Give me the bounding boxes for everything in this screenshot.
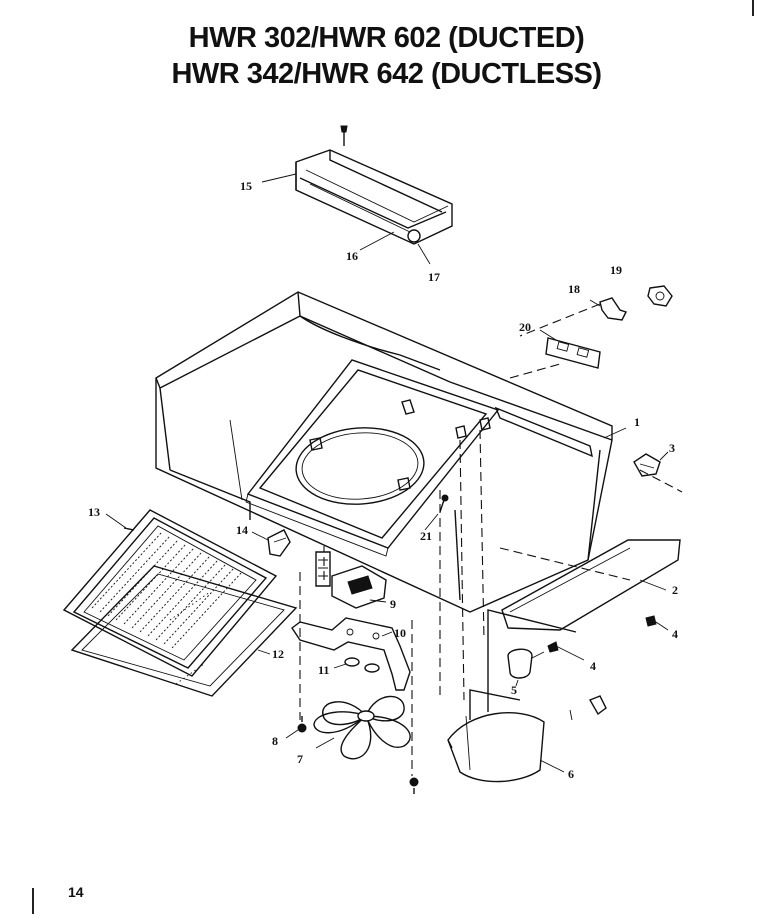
screws-part-4 (547, 615, 669, 661)
range-hood-body (155, 291, 613, 613)
crop-mark-bottom-left (32, 888, 34, 914)
callout-9: 9 (390, 597, 396, 611)
callout-7: 7 (297, 752, 303, 766)
callout-6: 6 (568, 767, 574, 781)
callout-17: 17 (428, 270, 440, 284)
callout-4a: 4 (672, 627, 678, 641)
callout-4b: 4 (590, 659, 596, 673)
filter-clip (267, 529, 291, 557)
assembly-alignment-lines (299, 303, 683, 776)
callout-10: 10 (394, 626, 406, 640)
callout-1: 1 (634, 415, 640, 429)
callout-3: 3 (669, 441, 675, 455)
lamp-socket (633, 453, 661, 477)
fan-blade (313, 695, 411, 760)
page-number: 14 (68, 884, 84, 900)
callout-12: 12 (272, 647, 284, 661)
screw-part-21 (424, 494, 449, 531)
callout-labels: 1 2 3 4 4 5 6 7 8 9 10 11 12 13 14 15 16… (88, 179, 678, 781)
callout-8: 8 (272, 734, 278, 748)
blower-motor (315, 551, 387, 609)
control-switch-parts (545, 285, 673, 369)
damper-bracket-assembly (295, 125, 453, 245)
motor-mounting-bracket (291, 617, 411, 691)
callout-2: 2 (672, 583, 678, 597)
grease-filter (62, 509, 278, 677)
lamp-holder (507, 648, 607, 721)
callout-5: 5 (511, 683, 517, 697)
callout-13: 13 (88, 505, 100, 519)
mounting-nuts (344, 657, 380, 673)
callout-14: 14 (236, 523, 248, 537)
fan-screws (297, 716, 419, 794)
callout-leader-lines (105, 173, 669, 773)
callout-18: 18 (568, 282, 580, 296)
light-lens (499, 539, 681, 631)
charcoal-filter (70, 565, 298, 697)
callout-19: 19 (610, 263, 622, 277)
callout-20: 20 (519, 320, 531, 334)
diagram-title-line-2: HWR 342/HWR 642 (DUCTLESS) (171, 58, 602, 90)
callout-16: 16 (346, 249, 358, 263)
callout-11: 11 (318, 663, 329, 677)
duct-damper (447, 609, 577, 783)
callout-21: 21 (420, 529, 432, 543)
diagram-title-line-1: HWR 302/HWR 602 (DUCTED) (188, 22, 585, 54)
crop-mark-top-right (752, 0, 754, 16)
callout-15: 15 (240, 179, 252, 193)
